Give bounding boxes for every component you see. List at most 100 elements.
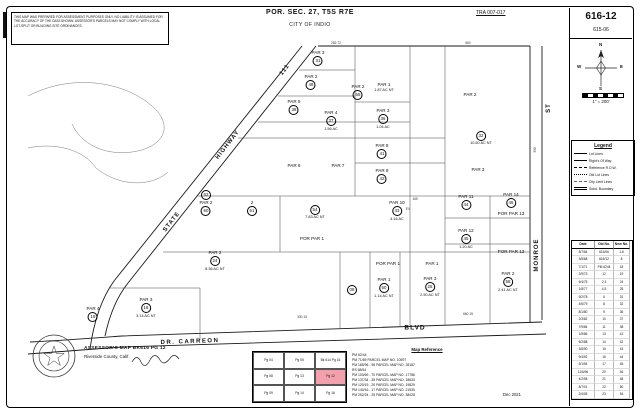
- lot-number: 60: [201, 206, 211, 216]
- legend-box: Legend Lot Lines Right's Of Way Referenc…: [571, 140, 635, 196]
- parcel-name: POR PAR 1: [375, 261, 401, 266]
- parcel-label: POR PAR 1: [300, 236, 324, 242]
- cell-date: 4/2/98: [572, 376, 595, 384]
- lot-number: 18: [140, 303, 151, 313]
- cell-old: 22: [595, 383, 614, 391]
- parcel-acreage: 1.87 AC NT: [374, 87, 394, 92]
- parcel-name: PAR 12: [458, 228, 474, 233]
- cell-new: 38: [614, 323, 630, 331]
- page-index-label: Pg 09: [264, 390, 273, 395]
- revision-table-header: Date Old No. New No.: [572, 241, 632, 249]
- table-row: 2/4/05 23 54: [572, 391, 632, 399]
- cell-new: 8: [614, 256, 630, 264]
- sheet-border: [6, 6, 634, 408]
- cell-date: 6/2/88: [572, 338, 595, 346]
- scale-bar: [582, 93, 624, 98]
- parcel-name: PAR 3: [139, 297, 153, 302]
- table-row: 6/4/75 2,3 24: [572, 278, 632, 286]
- page-index-label: Pg 13: [295, 374, 304, 379]
- tra-label: TRA 007-017: [476, 10, 506, 16]
- cell-new: 1-6: [614, 248, 630, 256]
- road-label-st: ST: [546, 103, 552, 113]
- page-index-cell: Pg 04: [253, 352, 284, 369]
- sheet-number-rule: [570, 38, 632, 39]
- cell-date: 2/4/05: [572, 391, 595, 399]
- cell-old: 616/12: [595, 256, 614, 264]
- cell-old: 26: [595, 398, 614, 399]
- parcel-name: PAR 2: [351, 84, 365, 89]
- legend-item: Reference R.O.W.: [574, 164, 632, 171]
- map-reference-line: PM 140/16 - 17 PARCEL MAP NO. 21930: [352, 387, 415, 392]
- cell-new: 18: [614, 263, 630, 271]
- lot-number: 55: [353, 90, 363, 100]
- parcel-name: 2: [250, 200, 254, 205]
- dimension-label: 330.15: [297, 315, 307, 319]
- dimension-label: 165: [412, 197, 418, 201]
- cell-new: 37: [614, 316, 630, 324]
- parcel-name: PAR 3: [376, 108, 390, 113]
- parcel-name: PAR 2: [208, 250, 222, 255]
- cell-new: 41: [614, 331, 630, 339]
- map-reference-title: Map Reference: [411, 347, 443, 352]
- page-index-cell: Pg 09: [253, 385, 284, 402]
- dimension-label: 282.72: [331, 41, 341, 45]
- compass-e-label: E: [620, 64, 624, 69]
- cell-new: 43: [614, 346, 630, 354]
- col-old: Old No.: [595, 241, 614, 249]
- legend-line-sample-icon: [574, 153, 587, 154]
- parcel-name: PAR 5: [287, 99, 301, 104]
- parcel-acreage: 1.20 AC: [459, 244, 473, 249]
- parcel-name: PAR 11: [458, 194, 474, 199]
- lot-number: 58: [502, 277, 513, 287]
- legend-line-sample-icon: [574, 167, 587, 168]
- parcel-name: PAR 14: [503, 192, 519, 197]
- cell-date: 9/2/78: [572, 293, 595, 301]
- dimension-label: 330: [533, 147, 537, 153]
- legend-item: City Limit Lines: [574, 178, 632, 185]
- map-reference-line: PM 120/19 - 20 PARCEL MAP NO. 19829: [352, 382, 415, 387]
- cell-new: 46: [614, 368, 630, 376]
- parcel-label: POR PAR 13: [498, 211, 525, 217]
- legend-item-label: Reference R.O.W.: [589, 165, 617, 170]
- map-reference-line: RS 68/54: [352, 367, 367, 372]
- table-row: 7/1/71 PM 6244 18: [572, 263, 632, 271]
- table-row: 8/1/80 9 36: [572, 308, 632, 316]
- cell-date: 3/5/68: [572, 256, 595, 264]
- page-index-cell: Bk 614 Pg 15: [315, 352, 346, 369]
- parcel-name: POR PAR 1: [299, 236, 325, 241]
- table-row: 2/3/82 10 37: [572, 316, 632, 324]
- page-index-label: Pg 08: [264, 374, 273, 379]
- table-row: 5/1/94 17 45: [572, 361, 632, 369]
- parcel-name: PAR 3: [311, 50, 325, 55]
- legend-items: Lot Lines Right's Of Way Reference R.O.W…: [574, 150, 632, 192]
- county-label: Riverside County, Calif.: [84, 354, 130, 359]
- lot-number: 25: [424, 282, 435, 292]
- parcel-name: PAR 6: [287, 163, 301, 168]
- lot-number: 54: [309, 204, 320, 215]
- lot-number: 32: [476, 130, 486, 141]
- cell-old: 615/06: [595, 248, 614, 256]
- cell-new: 42: [614, 338, 630, 346]
- page-index-label: Pg 14: [295, 390, 304, 395]
- map-reference-block: Map Reference PM 62/44 PM 71/69 PARCEL M…: [352, 347, 502, 397]
- legend-line-sample-icon: [574, 187, 587, 190]
- legend-item-label: Old Lot Lines: [589, 172, 609, 177]
- legend-item: Subd. Boundary: [574, 185, 632, 192]
- cell-date: 4/6/79: [572, 301, 595, 309]
- lot-number: 36: [377, 114, 388, 124]
- legend-item-label: Subd. Boundary: [589, 186, 614, 191]
- page-index-label: Pg 16: [326, 390, 335, 395]
